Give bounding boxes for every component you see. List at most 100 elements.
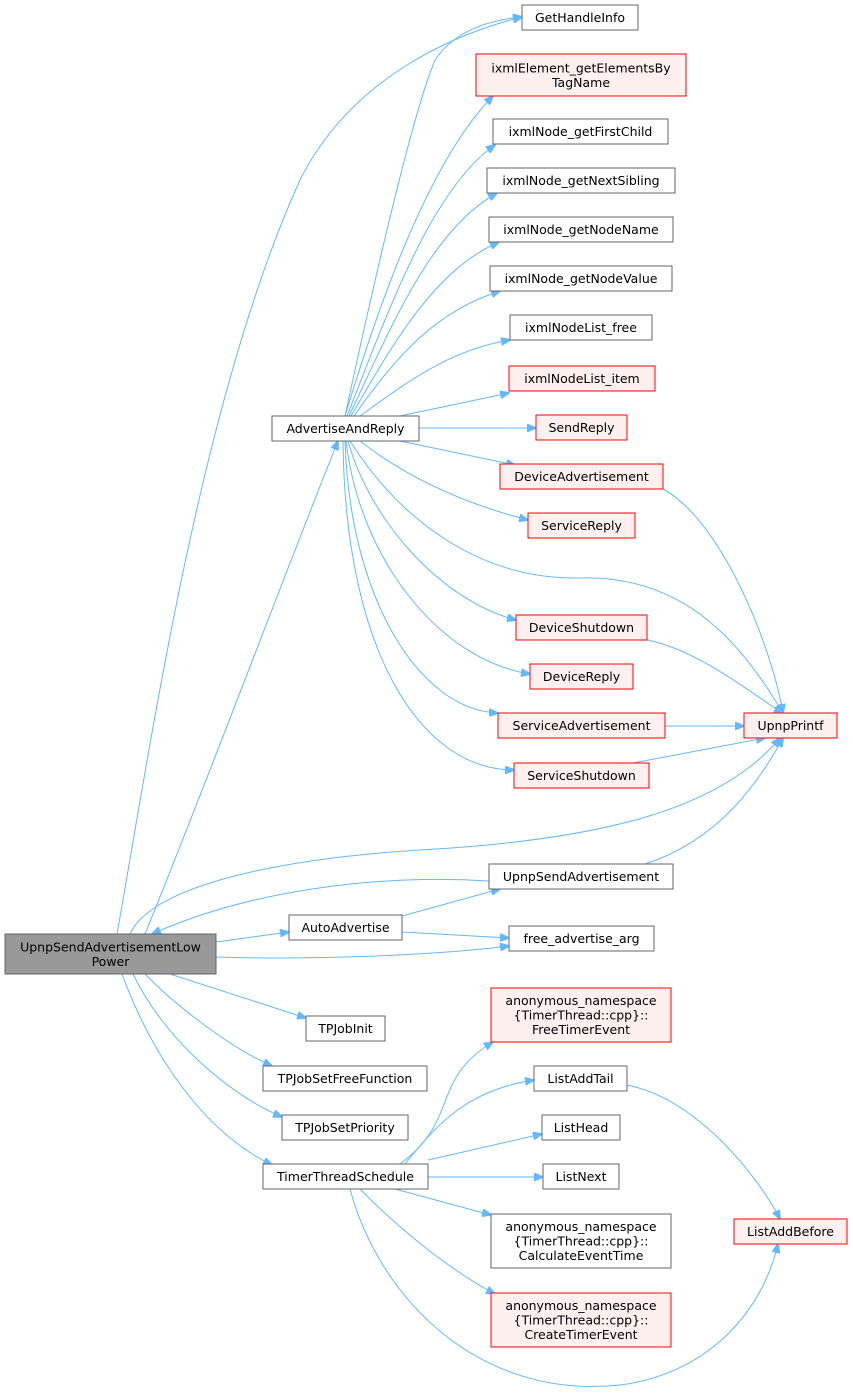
edge-root-to-gethandleinfo: [116, 17, 522, 935]
node-box: [533, 1065, 628, 1092]
edge-timerthreadschedule-to-listhead: [427, 1134, 542, 1161]
node-ixmlnodelist-item[interactable]: ixmlNodeList_item: [508, 365, 656, 392]
node-box: [486, 167, 676, 194]
edge-deviceshutdown-to-upnpprintf: [646, 639, 783, 713]
node-deviceshutdown[interactable]: DeviceShutdown: [515, 614, 648, 641]
node-advertiseandreply[interactable]: AdvertiseAndReply: [271, 415, 420, 442]
node-box: [490, 1292, 672, 1348]
node-freetimerevent[interactable]: anonymous_namespace{TimerThread::cpp}::F…: [490, 987, 672, 1043]
node-free-advertise-arg[interactable]: free_advertise_arg: [508, 925, 655, 952]
node-label: {TimerThread::cpp}::: [514, 1313, 649, 1328]
node-label: ixmlNodeList_free: [525, 320, 637, 335]
node-ixmlnode-getnodename[interactable]: ixmlNode_getNodeName: [488, 216, 674, 243]
node-listhead[interactable]: ListHead: [541, 1114, 621, 1141]
node-box: [488, 216, 674, 243]
node-label: ServiceReply: [541, 518, 622, 533]
node-label: UpnpSendAdvertisementLow: [20, 939, 201, 954]
node-tpjobsetfreefunction[interactable]: TPJobSetFreeFunction: [262, 1065, 428, 1092]
node-box: [521, 4, 639, 31]
edge-root-to-free-advertise-arg: [215, 946, 509, 959]
node-label: TPJobSetPriority: [294, 1120, 395, 1135]
node-tpjobinit[interactable]: TPJobInit: [305, 1015, 386, 1042]
node-label: AutoAdvertise: [301, 920, 389, 935]
edge-advertiseandreply-to-deviceadvertisement: [399, 440, 515, 465]
node-label: UpnpPrintf: [757, 718, 824, 733]
node-label: {TimerThread::cpp}::: [514, 1008, 649, 1023]
node-deviceadvertisement[interactable]: DeviceAdvertisement: [499, 463, 664, 490]
node-servicereply[interactable]: ServiceReply: [527, 512, 636, 539]
node-calculateeventtime[interactable]: anonymous_namespace{TimerThread::cpp}::C…: [490, 1213, 672, 1269]
node-serviceshutdown[interactable]: ServiceShutdown: [513, 762, 650, 789]
edge-timerthreadschedule-to-freetimerevent: [399, 1042, 493, 1165]
node-label: UpnpSendAdvertisement: [503, 869, 659, 884]
edge-timerthreadschedule-to-listaddtail: [404, 1080, 534, 1165]
node-listaddbefore[interactable]: ListAddBefore: [733, 1218, 848, 1245]
node-sendreply[interactable]: SendReply: [535, 414, 628, 441]
node-ixmlnodelist-free[interactable]: ixmlNodeList_free: [509, 314, 653, 341]
edge-root-to-timerthreadschedule: [121, 973, 272, 1165]
node-autoadvertise[interactable]: AutoAdvertise: [288, 914, 403, 941]
edge-autoadvertise-to-free-advertise-arg: [401, 931, 509, 938]
node-label: anonymous_namespace: [505, 993, 656, 1008]
node-gethandleinfo[interactable]: GetHandleInfo: [521, 4, 639, 31]
edge-listaddtail-to-listaddbefore: [626, 1084, 780, 1219]
node-label: TagName: [551, 75, 610, 90]
edge-advertiseandreply-to-ixmlnode-getfirstchild: [346, 145, 495, 417]
node-box: [288, 914, 403, 941]
node-listaddtail[interactable]: ListAddTail: [533, 1065, 628, 1092]
node-upnpsendadvertisement[interactable]: UpnpSendAdvertisement: [488, 863, 674, 890]
node-ixmlnode-getnodevalue[interactable]: ixmlNode_getNodeValue: [489, 265, 673, 292]
node-box: [535, 414, 628, 441]
node-serviceadvertisement[interactable]: ServiceAdvertisement: [497, 712, 666, 739]
edge-root-to-upnpprintf: [129, 738, 780, 935]
node-label: ServiceShutdown: [527, 768, 636, 783]
node-box: [509, 314, 653, 341]
node-createtimerevent[interactable]: anonymous_namespace{TimerThread::cpp}::C…: [490, 1292, 672, 1348]
node-label: ServiceAdvertisement: [513, 718, 651, 733]
node-box: [541, 1114, 621, 1141]
node-label: CreateTimerEvent: [524, 1327, 637, 1342]
node-label: ixmlNode_getNodeName: [503, 222, 659, 237]
node-devicereply[interactable]: DeviceReply: [529, 663, 634, 690]
node-tpjobsetpriority[interactable]: TPJobSetPriority: [281, 1114, 409, 1141]
node-label: DeviceShutdown: [529, 620, 634, 635]
node-listnext[interactable]: ListNext: [542, 1163, 620, 1190]
node-box: [733, 1218, 848, 1245]
node-box: [490, 987, 672, 1043]
node-label: ixmlElement_getElementsBy: [491, 60, 671, 75]
node-label: ListHead: [554, 1120, 609, 1135]
node-ixmlnode-getnextsibling[interactable]: ixmlNode_getNextSibling: [486, 167, 676, 194]
node-label: ListAddBefore: [747, 1224, 834, 1239]
node-ixmlnode-getfirstchild[interactable]: ixmlNode_getFirstChild: [492, 118, 669, 145]
node-box: [513, 762, 650, 789]
node-box: [492, 118, 669, 145]
node-box: [262, 1065, 428, 1092]
edge-advertiseandreply-to-ixmlnode-getnodename: [350, 242, 499, 417]
node-label: {TimerThread::cpp}::: [514, 1234, 649, 1249]
node-label: DeviceAdvertisement: [514, 469, 649, 484]
node-box: [305, 1015, 386, 1042]
edge-root-to-tpjobinit: [169, 973, 306, 1018]
edge-advertiseandreply-to-servicereply: [359, 440, 528, 520]
edge-root-to-autoadvertise: [215, 932, 289, 943]
node-label: DeviceReply: [543, 669, 621, 684]
node-box: [490, 1213, 672, 1269]
node-label: ixmlNodeList_item: [524, 371, 640, 386]
node-box: [475, 53, 687, 97]
edge-advertiseandreply-to-devicereply: [345, 440, 530, 674]
node-box: [499, 463, 664, 490]
node-box: [4, 933, 217, 975]
node-label: ixmlNode_getNextSibling: [502, 173, 659, 188]
node-timerthreadschedule[interactable]: TimerThreadSchedule: [262, 1163, 429, 1190]
edge-autoadvertise-to-upnpsendadvertisement: [401, 889, 500, 917]
node-upnpprintf[interactable]: UpnpPrintf: [743, 712, 838, 739]
node-box: [508, 925, 655, 952]
edge-advertiseandreply-to-ixmlnode-getnodevalue: [353, 291, 500, 417]
node-label: free_advertise_arg: [523, 931, 639, 946]
edges-layer: [116, 17, 783, 1387]
node-label: ixmlNode_getFirstChild: [509, 124, 653, 139]
edge-advertiseandreply-to-ixmlnodelist-item: [399, 393, 509, 417]
edge-deviceadvertisement-to-upnpprintf: [662, 488, 783, 713]
